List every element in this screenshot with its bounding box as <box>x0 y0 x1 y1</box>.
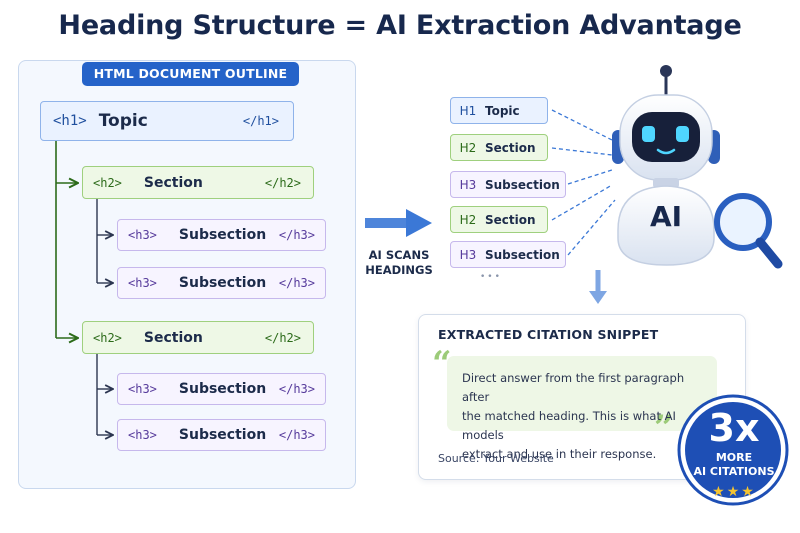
h2-tag-section-2: <h2> Section </h2> <box>82 321 314 354</box>
citations-badge <box>677 394 789 506</box>
outline-badge: HTML DOCUMENT OUTLINE <box>82 62 299 86</box>
badge-line-2: AI CITATIONS <box>693 465 775 478</box>
h3-tag-subsection-4: <h3> Subsection </h3> <box>117 419 326 451</box>
scanned-item-4: H2 Section <box>450 206 548 233</box>
h1-close: </h1> <box>242 114 279 128</box>
scanned-level: H3 <box>459 247 477 262</box>
badge-stars-icon: ★★★ <box>712 484 756 500</box>
h3-close: </h3> <box>278 228 315 242</box>
scan-label-line-2: HEADINGS <box>365 263 433 277</box>
h3-tag-subsection-2: <h3> Subsection </h3> <box>117 267 326 299</box>
h2-open: <h2> <box>93 330 122 345</box>
snippet-line-1: Direct answer from the first paragraph a… <box>462 371 685 404</box>
scanned-level: H3 <box>459 177 477 192</box>
scanned-label: Subsection <box>485 247 560 262</box>
h3-label: Subsection <box>178 227 267 243</box>
h3-open: <h3> <box>128 428 157 442</box>
h3-tag-subsection-1: <h3> Subsection </h3> <box>117 219 326 251</box>
h2-close: </h2> <box>264 330 301 345</box>
scanned-level: H2 <box>459 140 477 155</box>
scan-label-line-1: AI SCANS <box>368 248 430 262</box>
scanned-label: Subsection <box>485 177 560 192</box>
h1-label: Topic <box>98 111 148 131</box>
badge-line-1: MORE <box>715 451 753 464</box>
close-quote-icon: ” <box>654 408 674 448</box>
h3-close: </h3> <box>278 276 315 290</box>
scanned-level: H1 <box>459 103 477 118</box>
h3-label: Subsection <box>178 427 267 443</box>
h3-close: </h3> <box>278 428 315 442</box>
snippet-text: Direct answer from the first paragraph a… <box>462 369 714 464</box>
h2-label: Section <box>143 174 203 191</box>
ellipsis: ••• <box>480 272 502 282</box>
h2-label: Section <box>143 329 203 346</box>
snippet-line-2: the matched heading. This is what AI mod… <box>462 409 676 442</box>
scan-label: AI SCANS HEADINGS <box>358 248 440 278</box>
h3-open: <h3> <box>128 228 157 242</box>
badge-multiplier: 3x <box>708 406 760 450</box>
scanned-item-1: H1 Topic <box>450 97 548 124</box>
h3-open: <h3> <box>128 276 157 290</box>
snippet-title: EXTRACTED CITATION SNIPPET <box>438 327 659 342</box>
scanned-label: Topic <box>485 103 520 118</box>
scanned-item-2: H2 Section <box>450 134 548 161</box>
page-title: Heading Structure = AI Extraction Advant… <box>58 10 742 41</box>
robot-label: AI <box>649 200 683 233</box>
scanned-level: H2 <box>459 212 477 227</box>
h3-label: Subsection <box>178 275 267 291</box>
scanned-item-5: H3 Subsection <box>450 241 566 268</box>
h1-open: <h1> <box>53 113 87 129</box>
snippet-quote-box <box>447 356 717 431</box>
h2-tag-section-1: <h2> Section </h2> <box>82 166 314 199</box>
snippet-line-3: extract and use in their response. <box>462 447 657 461</box>
robot-icon <box>612 65 783 269</box>
open-quote-icon: “ <box>432 344 452 384</box>
h2-open: <h2> <box>93 175 122 190</box>
scanned-label: Section <box>485 212 536 227</box>
h3-tag-subsection-3: <h3> Subsection </h3> <box>117 373 326 405</box>
h3-label: Subsection <box>178 381 267 397</box>
h2-close: </h2> <box>264 175 301 190</box>
h1-tag-topic: <h1> Topic </h1> <box>40 101 294 141</box>
snippet-source: Source: Your Website <box>438 452 554 465</box>
h3-open: <h3> <box>128 382 157 396</box>
scanned-label: Section <box>485 140 536 155</box>
scanned-item-3: H3 Subsection <box>450 171 566 198</box>
h3-close: </h3> <box>278 382 315 396</box>
